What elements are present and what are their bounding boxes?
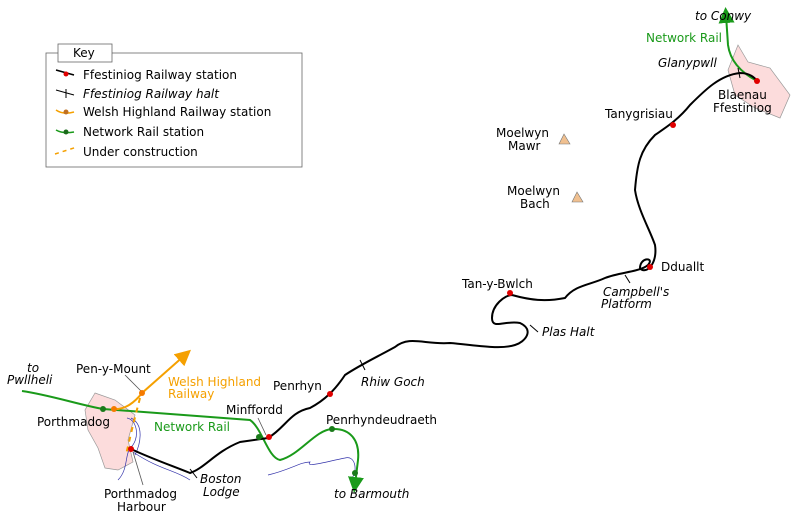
label-to-pwllheli-1: to: [27, 361, 39, 375]
label-moelwyn-bach-1: Moelwyn: [507, 184, 560, 198]
label-campbells-2: Platform: [601, 297, 652, 311]
label-porthmadog-harbour-1: Porthmadog: [104, 487, 177, 501]
station-llandecwyn[interactable]: [352, 470, 358, 476]
label-whr-1: Welsh Highland: [168, 375, 261, 389]
moelwyn-mawr-peak-icon: [558, 133, 571, 145]
label-network-rail-north: Network Rail: [646, 31, 722, 45]
ffestiniog-station-icon: [63, 71, 69, 77]
label-blaenau-1: Blaenau: [718, 88, 767, 102]
station-porthmadog-nr[interactable]: [100, 406, 106, 412]
under-construction-icon: [54, 146, 78, 155]
station-blaenau-ffestiniog[interactable]: [754, 78, 760, 84]
map-key: Key Ffestiniog Railway station Ffestinio…: [45, 43, 303, 168]
label-penrhyndeudraeth: Penrhyndeudraeth: [326, 413, 437, 427]
network-rail-cambrian-line: [21, 390, 364, 493]
label-porthmadog-harbour-2: Harbour: [117, 500, 166, 514]
label-whr-2: Railway: [168, 387, 214, 401]
key-item-nr-station: Network Rail station: [83, 125, 204, 139]
station-dduallt[interactable]: [647, 264, 653, 270]
label-tan-y-bwlch: Tan-y-Bwlch: [461, 277, 533, 291]
label-network-rail-south: Network Rail: [154, 420, 230, 434]
label-to-barmouth: to Barmouth: [334, 487, 409, 501]
halt-markers: [189, 67, 741, 479]
label-moelwyn-mawr-2: Mawr: [508, 139, 541, 153]
network-rail-conwy-valley-line: [718, 7, 758, 82]
station-porthmadog-harbour[interactable]: [128, 446, 134, 452]
label-plas-halt: Plas Halt: [542, 325, 596, 339]
moelwyn-bach-peak-icon: [571, 191, 584, 203]
porthmadog-town-area: [84, 392, 136, 471]
label-moelwyn-bach-2: Bach: [520, 197, 550, 211]
key-item-under-construction: Under construction: [83, 145, 198, 159]
label-boston-lodge-1: Boston: [200, 472, 241, 486]
label-tanygrisiau: Tanygrisiau: [604, 107, 673, 121]
label-dduallt: Dduallt: [661, 260, 704, 274]
station-penrhyndeudraeth[interactable]: [329, 426, 335, 432]
label-campbells-1: Campbell's: [603, 285, 669, 299]
whr-station-icon: [63, 109, 69, 115]
key-title: Key: [73, 46, 95, 60]
label-penrhyn: Penrhyn: [273, 379, 322, 393]
label-pen-y-mount: Pen-y-Mount: [76, 362, 151, 376]
label-rhiw-goch: Rhiw Goch: [361, 375, 425, 389]
label-to-conwy: to Conwy: [695, 9, 752, 23]
label-glanypwll: Glanypwll: [658, 56, 717, 70]
label-to-pwllheli-2: Pwllheli: [7, 373, 53, 387]
network-rail-station-icon: [63, 129, 69, 135]
label-porthmadog: Porthmadog: [37, 415, 110, 429]
key-item-whr-station: Welsh Highland Railway station: [83, 105, 271, 119]
station-tan-y-bwlch[interactable]: [507, 290, 513, 296]
station-pen-y-mount[interactable]: [139, 390, 145, 396]
label-moelwyn-mawr-1: Moelwyn: [496, 126, 549, 140]
label-blaenau-2: Ffestiniog: [713, 101, 772, 115]
station-minffordd-fr[interactable]: [266, 434, 272, 440]
key-item-fr-station: Ffestiniog Railway station: [83, 68, 237, 82]
label-minffordd: Minffordd: [226, 403, 283, 417]
station-minffordd-nr[interactable]: [256, 434, 262, 440]
station-penrhyn[interactable]: [327, 391, 333, 397]
ffestiniog-halt-icon: [55, 89, 75, 98]
stations: [100, 78, 760, 476]
label-boston-lodge-2: Lodge: [203, 485, 240, 499]
station-porthmadog-whr[interactable]: [111, 406, 117, 412]
key-item-fr-halt: Ffestiniog Railway halt: [83, 87, 220, 101]
station-tanygrisiau[interactable]: [670, 122, 676, 128]
